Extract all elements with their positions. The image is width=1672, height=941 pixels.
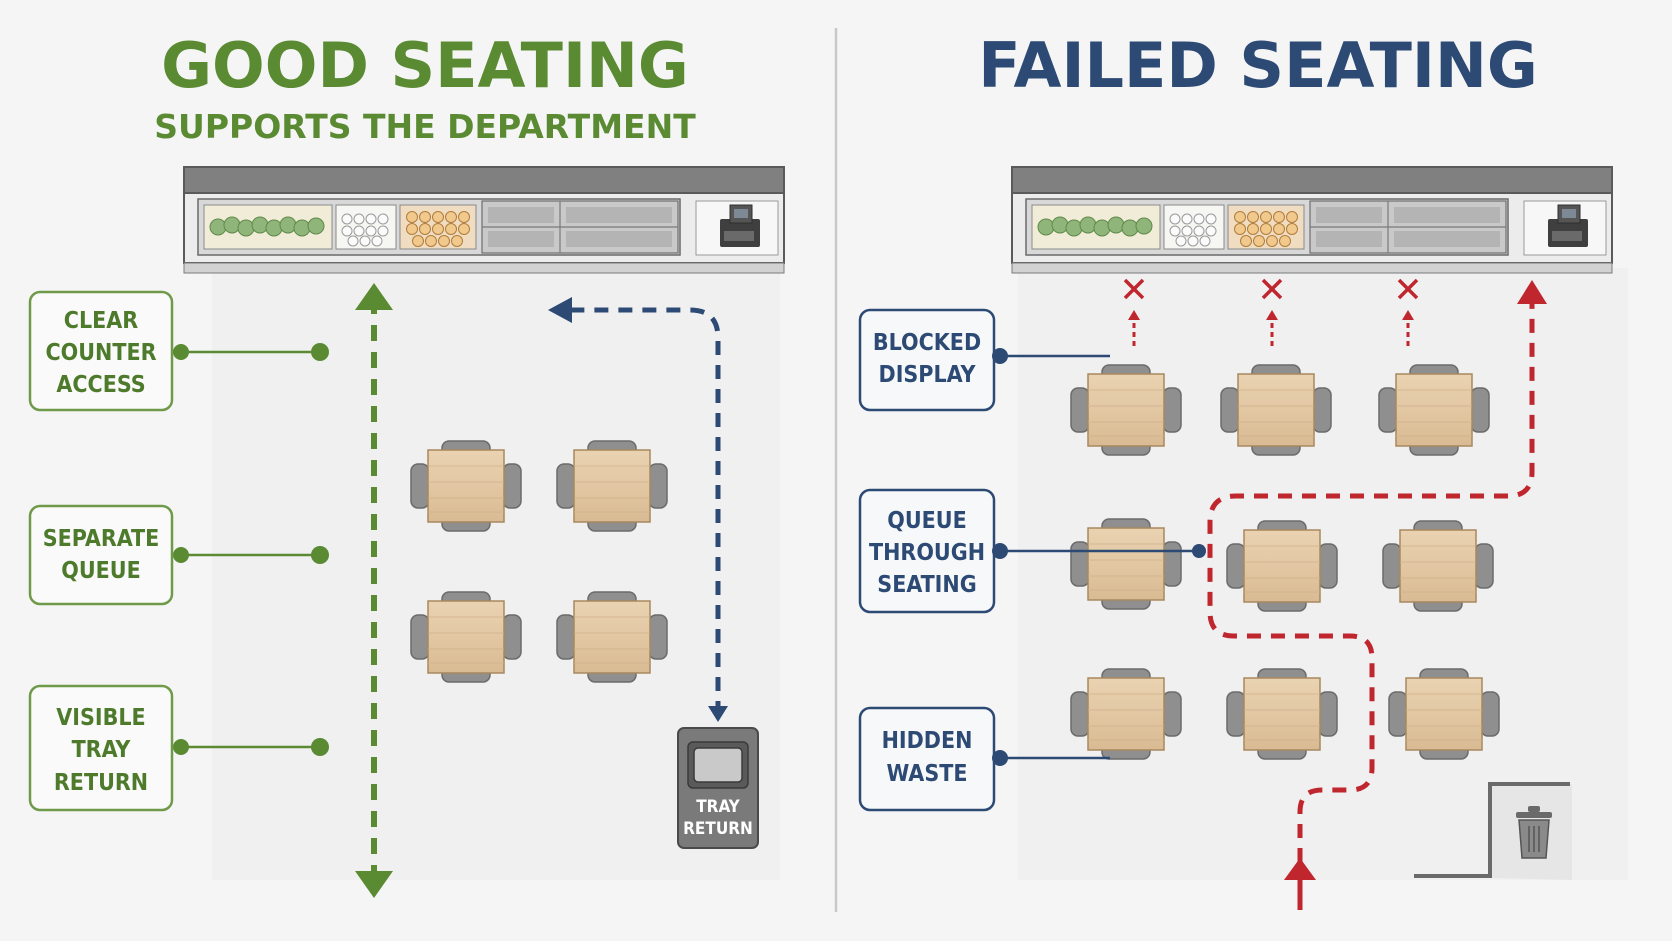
callout-label-line: HIDDEN [882, 728, 973, 754]
good-table-1 [410, 440, 522, 532]
callout-hidden-waste: HIDDEN WASTE [858, 706, 1110, 812]
callout-label-line: SEATING [877, 572, 976, 598]
blocked-display-markers [1123, 278, 1419, 346]
failed-table-7 [1070, 668, 1182, 760]
queue-arrow-up-icon [1517, 280, 1547, 304]
failed-table-2 [1220, 364, 1332, 456]
tray-return-station: TRAY RETURN [677, 727, 759, 849]
tray-path-arrow-down-icon [708, 706, 728, 722]
callout-label-line: DISPLAY [879, 362, 977, 388]
callout-label-line: THROUGH [869, 540, 985, 566]
failed-table-group [1070, 364, 1500, 760]
callout-visible-tray-return: VISIBLE TRAY RETURN [28, 684, 329, 812]
failed-seating-title: FAILED SEATING [978, 29, 1538, 102]
blocked-x-icon [1261, 278, 1283, 346]
good-seating-title: GOOD SEATING [161, 29, 689, 102]
callout-label-line: TRAY [72, 737, 132, 763]
good-seating-subtitle: SUPPORTS THE DEPARTMENT [154, 107, 696, 146]
callout-label-line: RETURN [54, 770, 148, 796]
good-table-4 [556, 591, 668, 683]
callout-label-line: ACCESS [56, 372, 145, 398]
access-arrow-up-icon [355, 283, 393, 310]
blocked-x-icon [1397, 278, 1419, 346]
callout-separate-queue: SEPARATE QUEUE [28, 504, 329, 606]
tray-return-line-2: RETURN [683, 819, 753, 839]
failed-table-6 [1382, 520, 1494, 612]
tray-icon [693, 747, 743, 783]
callout-blocked-display: BLOCKED DISPLAY [858, 308, 1110, 412]
failed-table-3 [1378, 364, 1490, 456]
good-deli-counter [183, 166, 785, 274]
callout-label-line: VISIBLE [56, 705, 145, 731]
failed-table-8 [1226, 668, 1338, 760]
failed-table-1 [1070, 364, 1182, 456]
failed-table-9 [1388, 668, 1500, 760]
failed-table-4 [1070, 518, 1182, 610]
callout-label-line: QUEUE [61, 558, 140, 584]
callout-label-line: BLOCKED [873, 330, 981, 356]
blocked-x-icon [1123, 278, 1145, 346]
callout-label-line: CLEAR [64, 308, 139, 334]
callout-label-line: SEPARATE [43, 526, 160, 552]
trash-can-icon [1516, 806, 1552, 859]
callout-label-line: QUEUE [887, 508, 966, 534]
queue-entry-arrow-icon [1284, 858, 1316, 880]
good-table-3 [410, 591, 522, 683]
callout-label-line: WASTE [887, 761, 968, 787]
callout-queue-through-seating: QUEUE THROUGH SEATING [858, 488, 1206, 614]
access-arrow-down-icon [355, 871, 393, 898]
tray-return-line-1: TRAY [696, 797, 740, 817]
callout-label-line: COUNTER [45, 340, 156, 366]
tray-path-arrow-left-icon [548, 297, 572, 323]
failed-deli-counter [1011, 166, 1613, 274]
good-table-2 [556, 440, 668, 532]
hidden-waste-area [1414, 782, 1572, 880]
callout-clear-counter-access: CLEAR COUNTER ACCESS [28, 290, 329, 412]
failed-table-5 [1226, 520, 1338, 612]
